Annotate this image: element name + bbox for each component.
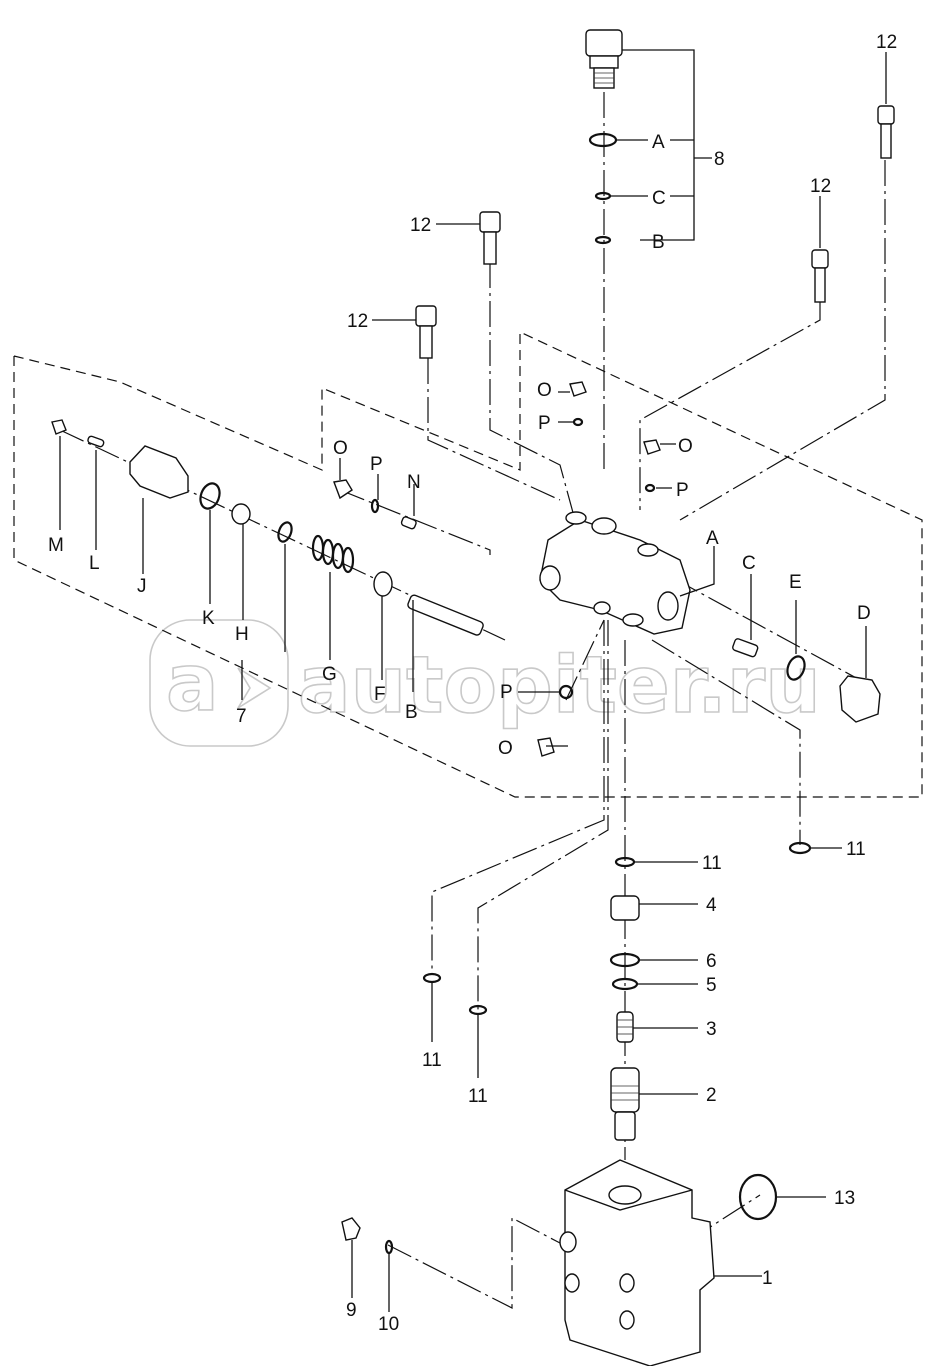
bolt (877, 105, 895, 159)
label-o: O (678, 436, 693, 457)
label-l: L (89, 553, 100, 574)
part-5-oring (611, 977, 639, 991)
callout-6: 6 (706, 951, 717, 972)
label-p: P (370, 454, 383, 475)
label-f: F (374, 684, 386, 705)
bolt (479, 211, 501, 265)
part-j-housing (129, 445, 189, 499)
label-a: A (706, 528, 719, 549)
callout-12: 12 (410, 215, 431, 236)
letter-labels: A C B O P O P O P N A C E D M L J K H G … (48, 132, 871, 759)
bolt (811, 249, 829, 303)
callout-11: 11 (422, 1050, 442, 1071)
label-c: C (742, 553, 756, 574)
callout-labels: 1 2 3 4 5 6 7 8 9 10 11 11 11 11 12 12 1… (236, 32, 897, 1335)
callout-11: 11 (468, 1086, 488, 1107)
part-l-setscrew (87, 435, 105, 448)
lower-valve-stack (422, 856, 698, 1141)
callout-12: 12 (876, 32, 897, 53)
part-p-oring (370, 498, 380, 514)
label-p: P (500, 682, 513, 703)
label-k: K (202, 608, 215, 629)
callout-12: 12 (810, 176, 831, 197)
label-j: J (137, 576, 147, 597)
part-4-cap (610, 895, 640, 921)
callout-13: 13 (834, 1188, 855, 1209)
part-12-bolts (372, 52, 895, 359)
subassembly-boundary (13, 331, 923, 798)
part-c-fitting (732, 638, 759, 658)
watermark-logo-frame (149, 619, 289, 747)
label-g: G (322, 664, 337, 685)
label-m: M (48, 535, 64, 556)
part-13-oring (738, 1173, 778, 1221)
watermark: a autopiter.ru (149, 619, 822, 747)
relief-valve-parts (51, 419, 484, 700)
part-g-spring (311, 534, 355, 574)
label-p: P (538, 413, 551, 434)
part-3-spring (616, 1011, 634, 1043)
callout-5: 5 (706, 975, 717, 996)
label-n: N (407, 472, 421, 493)
label-e: E (789, 572, 802, 593)
part-h-plug (231, 503, 251, 525)
label-b: B (405, 702, 418, 723)
callout-1: 1 (762, 1268, 773, 1289)
label-o: O (537, 380, 552, 401)
part-e-oring (786, 655, 806, 681)
right-side-parts (732, 574, 881, 855)
part-k-oring (199, 482, 221, 510)
bolt (415, 305, 437, 359)
callout-8: 8 (714, 149, 725, 170)
label-o: O (498, 738, 513, 759)
part-9-plug (341, 1217, 361, 1241)
label-b: B (652, 232, 665, 253)
callout-2: 2 (706, 1085, 717, 1106)
callout-4: 4 (706, 895, 717, 916)
parts-9-10 (341, 1217, 394, 1312)
part-m-cap (51, 419, 67, 435)
part-f-washer (373, 571, 393, 597)
watermark-arrow-icon (237, 667, 272, 709)
callout-12: 12 (347, 311, 368, 332)
part-o-plug (333, 479, 353, 500)
dashed-outline (13, 331, 923, 798)
callout-10: 10 (378, 1314, 399, 1335)
part-n-plug (400, 516, 417, 530)
callout-9: 9 (346, 1300, 357, 1321)
part-d-plug (839, 675, 881, 723)
label-d: D (857, 603, 871, 624)
callout-11: 11 (846, 839, 866, 860)
watermark-text: autopiter.ru (298, 641, 821, 731)
callout-7: 7 (236, 706, 247, 727)
label-o: O (333, 438, 348, 459)
callout-11: 11 (702, 853, 722, 874)
part-2-poppet (610, 1067, 640, 1141)
label-p: P (676, 480, 689, 501)
label-c: C (652, 188, 666, 209)
label-h: H (235, 624, 249, 645)
part-1-body (559, 1159, 826, 1366)
part-10-oring (384, 1239, 394, 1255)
part-8-sensor (585, 29, 712, 245)
part-b-spool (407, 594, 484, 636)
callout-3: 3 (706, 1019, 717, 1040)
part-i-ring (277, 521, 293, 543)
manifold-block (518, 381, 715, 757)
label-a: A (652, 132, 665, 153)
part-6-backup-ring (609, 952, 641, 968)
